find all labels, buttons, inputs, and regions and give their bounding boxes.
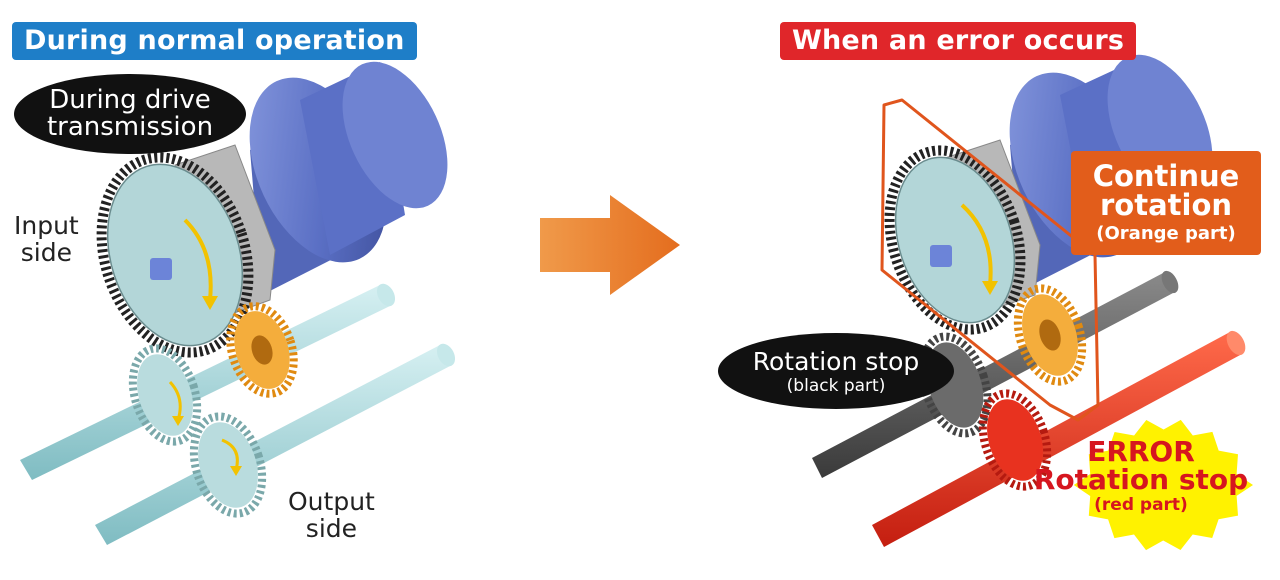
left-mechanism xyxy=(20,61,456,545)
lower-gear-a xyxy=(128,344,202,446)
large-gear-right xyxy=(884,145,1026,335)
error-sub: (red part) xyxy=(1094,495,1188,515)
rotation-stop-label: Rotation stop (black part) xyxy=(718,333,954,409)
right-arrow-icon xyxy=(540,195,680,295)
drive-line-2: transmission xyxy=(46,112,214,142)
continue-rotation-label: Continue rotation (Orange part) xyxy=(1071,151,1261,255)
orange-gear-right xyxy=(1013,284,1087,386)
rotation-arrow-icon xyxy=(183,218,213,301)
output-side-label: Output side xyxy=(288,488,375,542)
error-burst xyxy=(1073,419,1253,551)
orange-part-outline xyxy=(880,98,1100,422)
red-gear xyxy=(978,389,1052,491)
shaft-hub-icon xyxy=(930,245,952,267)
large-input-gear xyxy=(96,152,254,358)
stop-main: Rotation stop xyxy=(752,346,920,376)
red-shaft xyxy=(872,330,1246,547)
motor xyxy=(174,61,448,321)
input-line-1: Input xyxy=(14,211,79,240)
continue-sub: (Orange part) xyxy=(1096,223,1236,244)
error-title: When an error occurs xyxy=(780,22,1137,60)
error-line-2: Rotation stop xyxy=(1033,463,1249,496)
error-line-1: ERROR xyxy=(1087,435,1195,468)
shaft-hub-icon xyxy=(150,258,172,280)
output-line-1: Output xyxy=(288,487,375,516)
normal-operation-title: During normal operation xyxy=(12,22,417,60)
orange-gear xyxy=(226,302,298,398)
output-shaft xyxy=(95,343,456,545)
drive-line-1: During drive xyxy=(49,84,211,115)
continue-line-1: Continue xyxy=(1092,159,1240,193)
drive-transmission-label: During drive transmission xyxy=(14,74,246,154)
black-shaft xyxy=(812,270,1179,478)
rotation-arrow-icon xyxy=(960,203,993,286)
input-line-2: side xyxy=(20,238,72,267)
input-side-label: Input side xyxy=(14,212,79,266)
continue-line-2: rotation xyxy=(1099,188,1233,222)
lower-gear-b xyxy=(189,412,267,518)
output-line-2: side xyxy=(305,514,358,543)
stop-sub: (black part) xyxy=(786,375,886,396)
input-shaft xyxy=(20,283,396,480)
error-rotation-stop-label: ERROR Rotation stop (red part) xyxy=(1018,438,1264,514)
